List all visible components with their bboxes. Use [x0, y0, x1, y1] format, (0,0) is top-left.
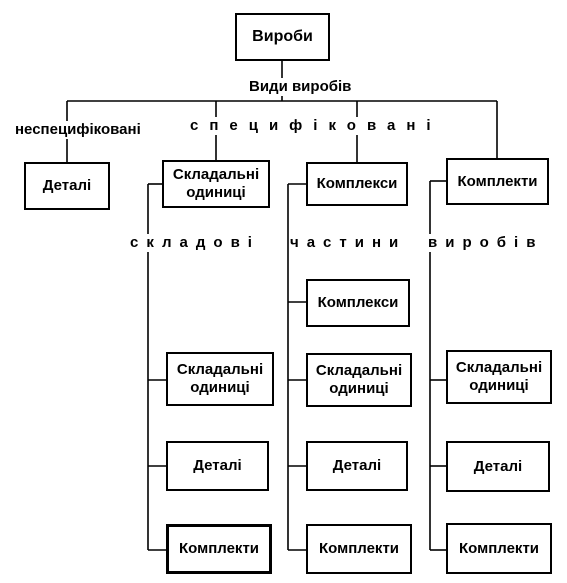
- complexes-col-complexes-box: Комплекси: [306, 279, 410, 327]
- top-details-box: Деталі: [24, 162, 110, 210]
- assembly-col-details-box: Деталі: [166, 441, 269, 491]
- components-label-part1: складові: [130, 234, 260, 252]
- top-complexes-box: Комплекси: [306, 162, 408, 206]
- kits-col-assembly-units-box: Складальні одиниці: [446, 350, 552, 404]
- types-label: Види виробів: [246, 78, 355, 96]
- components-label-part3: виробів: [428, 234, 544, 252]
- components-label-part2: частини: [290, 234, 407, 252]
- branch-specified-label: специфіковані: [190, 117, 442, 135]
- root-label: Вироби: [252, 28, 313, 45]
- complexes-col-kits-box: Комплекти: [306, 524, 412, 574]
- complexes-col-details-box: Деталі: [306, 441, 408, 491]
- assembly-col-kits-box: Комплекти: [166, 524, 272, 574]
- kits-col-details-box: Деталі: [446, 441, 550, 492]
- complexes-col-assembly-units-box: Складальні одиниці: [306, 353, 412, 407]
- branch-unspecified-label: неспецифіковані: [15, 121, 141, 139]
- root-box: Вироби: [235, 13, 330, 61]
- top-assembly-units-box: Складальні одиниці: [162, 160, 270, 208]
- assembly-col-assembly-units-box: Складальні одиниці: [166, 352, 274, 406]
- kits-col-kits-box: Комплекти: [446, 523, 552, 574]
- top-kits-box: Комплекти: [446, 158, 549, 205]
